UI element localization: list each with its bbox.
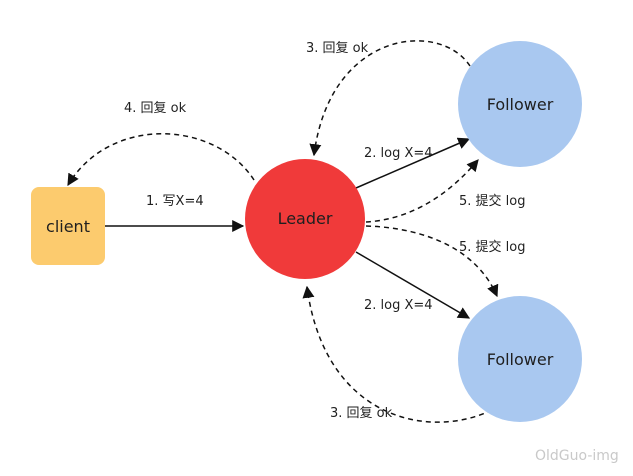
edge-leader-to-follower-top	[355, 137, 471, 189]
leader-node	[245, 159, 365, 279]
label-follower-bottom-reply: 3. 回复 ok	[330, 406, 393, 421]
follower-bottom-label: Follower	[487, 350, 554, 369]
watermark: OldGuo-img	[535, 448, 619, 464]
label-follower-top-reply: 3. 回复 ok	[306, 41, 369, 56]
label-leader-reply-client: 4. 回复 ok	[124, 101, 187, 116]
follower-top-label: Follower	[487, 95, 554, 114]
edge-follower-top-reply	[309, 40, 471, 157]
edge-leader-to-follower-bottom	[355, 251, 471, 319]
edge-commit-top	[365, 159, 479, 223]
label-commit-bottom: 5. 提交 log	[459, 239, 526, 255]
follower-bottom-node	[458, 296, 582, 422]
follower-top-node	[458, 41, 582, 167]
edge-commit-bottom	[365, 225, 499, 298]
edge-follower-bottom-reply	[302, 285, 493, 423]
client-label: client	[46, 217, 90, 236]
leader-label: Leader	[278, 209, 333, 228]
label-leader-to-follower-bottom: 2. log X=4	[364, 298, 433, 313]
label-client-to-leader: 1. 写X=4	[146, 194, 204, 209]
label-commit-top: 5. 提交 log	[459, 193, 526, 209]
client-node	[31, 187, 105, 265]
label-leader-to-follower-top: 2. log X=4	[364, 146, 433, 161]
edge-leader-reply-client	[67, 133, 255, 187]
